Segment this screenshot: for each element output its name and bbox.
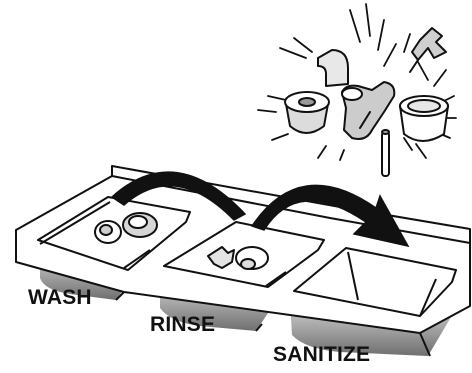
wash-label: WASH [28,286,92,310]
rinse-label: RINSE [150,313,215,337]
clean-machine-parts-icon [258,4,456,176]
sanitize-label: SANITIZE [273,343,370,367]
